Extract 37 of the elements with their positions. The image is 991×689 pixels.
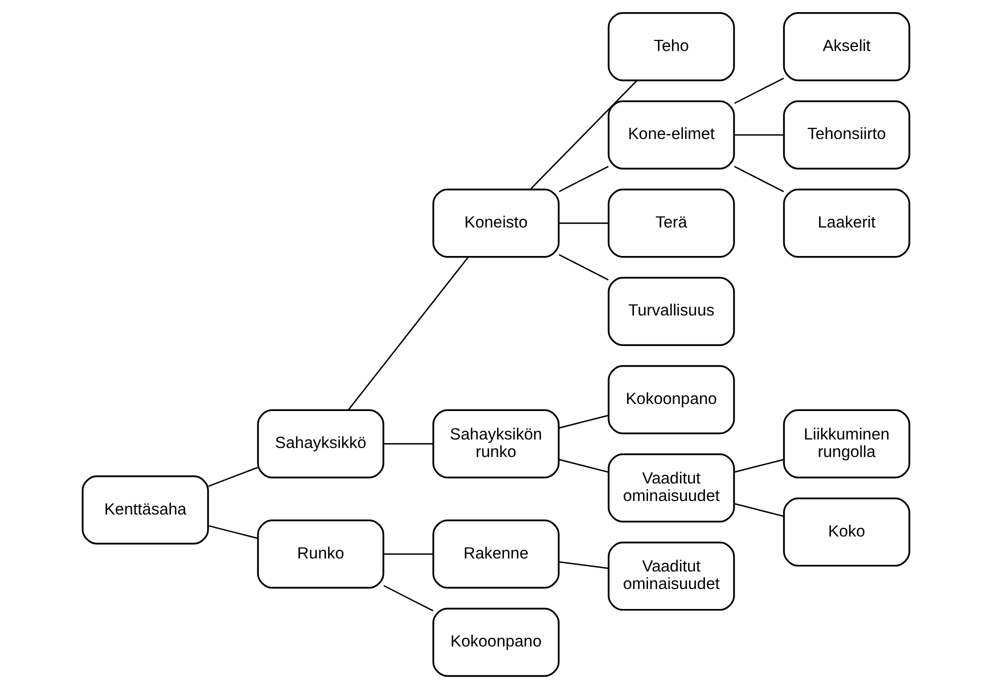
connector: [558, 166, 608, 192]
node-box: Runko: [256, 520, 384, 589]
node-box: Laakerit: [782, 188, 910, 258]
node-box: Terä: [607, 188, 734, 258]
connector: [208, 525, 258, 539]
connector: [734, 134, 784, 136]
connector: [734, 458, 784, 473]
connector: [558, 414, 608, 429]
connector: [383, 553, 432, 555]
connector: [734, 78, 784, 104]
node-box: Kokoonpano: [432, 608, 560, 677]
node-box: Tehonsiirto: [782, 100, 910, 170]
connector: [558, 458, 608, 473]
node-box: Vaaditut ominaisuudet: [607, 542, 734, 611]
connector: [558, 561, 608, 569]
connector: [734, 503, 784, 517]
node-box: Rakenne: [432, 520, 560, 589]
connector: [347, 256, 468, 410]
node-box: Kokoonpano: [607, 365, 734, 434]
connector: [734, 166, 784, 192]
node-box: Sahayksikön runko: [432, 409, 560, 478]
connector: [208, 466, 258, 487]
connector: [558, 222, 608, 224]
node-box: Teho: [607, 12, 734, 82]
node-box: Akselit: [782, 12, 910, 82]
node-box: Kone-elimet: [607, 100, 734, 170]
node-box: Liikkuminen rungolla: [782, 409, 910, 478]
connector: [383, 443, 432, 444]
connector: [558, 254, 608, 280]
connector: [382, 585, 433, 612]
node-box: Koko: [782, 497, 910, 567]
node-box: Koneisto: [432, 188, 560, 258]
node-box: Turvallisuus: [607, 276, 734, 346]
node-box: Sahayksikkö: [256, 409, 384, 478]
node-box: Kenttäsaha: [81, 475, 208, 544]
node-box: Vaaditut ominaisuudet: [607, 453, 734, 522]
connector: [530, 80, 637, 190]
